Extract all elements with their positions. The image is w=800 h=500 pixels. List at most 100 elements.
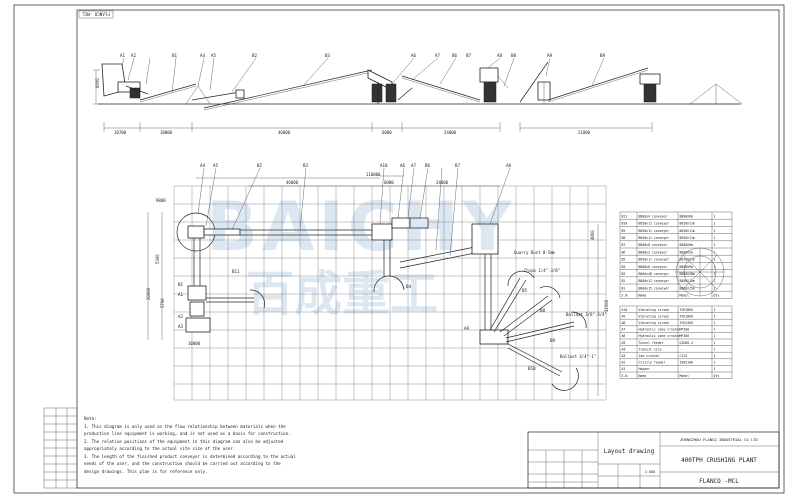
plan-left-dim-1: 9800 <box>156 198 166 203</box>
table-cell: Tunnel feeder <box>639 341 664 345</box>
table-cell: 1 <box>714 341 716 345</box>
elev-label-a1: A1 <box>120 53 126 58</box>
table-cell: 1 <box>714 272 716 276</box>
elev-label-b6: B6 <box>452 53 458 58</box>
table-cell: B650X11m <box>680 258 695 262</box>
grizzly-plan <box>185 317 211 333</box>
table-cell: B6 <box>622 250 626 254</box>
table-cell: 3YK2460 <box>680 321 694 325</box>
table-cell: Model <box>680 374 690 378</box>
plan-label-a9: A9 <box>464 326 470 331</box>
plan-left-dim-2: 5300 <box>155 254 160 264</box>
conveyor-b9-plan <box>499 295 549 333</box>
elev-label-b3: B3 <box>325 53 331 58</box>
table-cell: HP300 <box>680 334 690 338</box>
elev-label-a6: A6 <box>411 53 417 58</box>
note-line-4: appropriately according to the actual si… <box>84 446 235 451</box>
elev-label-a2: A2 <box>131 53 137 58</box>
title-company: ZHENGZHOU FLANCO INDUSTRIAL CO LTD <box>680 437 758 442</box>
table-cell: 1 <box>714 367 716 371</box>
table-cell: B11 <box>622 214 628 218</box>
table-cell: B2 <box>622 279 626 283</box>
table-cell: Name <box>639 294 647 298</box>
table-cell: - <box>680 347 682 351</box>
watermark-latin: BAICHY <box>206 188 516 267</box>
elev-dim-4: 6000 <box>382 130 392 135</box>
stockpile-arc-b11 <box>249 289 265 309</box>
table-cell: B650x11 conveyor <box>639 258 670 262</box>
table-cell: A2 <box>622 361 626 365</box>
plan-bottom-dim: 10000 <box>188 341 201 346</box>
cone-a7-plan <box>409 217 429 229</box>
title-project: 400TPH CRUSHING PLANT <box>681 457 757 464</box>
table-cell: 1 <box>714 236 716 240</box>
table-cell: A8 <box>622 321 626 325</box>
plan-label-a3: A3 <box>178 324 184 329</box>
table-cell: B3 <box>622 272 626 276</box>
plan-label-a4: A4 <box>200 163 206 168</box>
table-cell: 3YK1860 <box>680 308 694 312</box>
table-cell: A9 <box>622 314 626 318</box>
note-line-6: needs of the user, and the construction … <box>84 461 281 466</box>
notes-title: Note: <box>84 416 97 421</box>
conveyor-b-return <box>519 61 549 103</box>
watermark-chinese: 百成重工 <box>246 266 438 322</box>
table-cell: B800X8m <box>680 243 694 247</box>
conveyor-b2 <box>191 91 241 101</box>
cone-station <box>643 83 657 103</box>
tunnel-feeder <box>187 225 205 239</box>
elev-label-a7: A7 <box>435 53 441 58</box>
vibrating-screen-a8 <box>479 67 499 83</box>
table-cell: Qty <box>714 294 720 298</box>
left-binding-table <box>43 407 78 489</box>
plan-right-dim-2: 31500 <box>604 299 609 312</box>
plan-label-b10: B10 <box>528 366 536 371</box>
annotation-ballast2: Ballast 3/4"-1" <box>560 354 596 359</box>
table-cell: B650X11m <box>680 236 695 240</box>
inner-border <box>76 9 780 489</box>
table-cell: B650X11m <box>680 229 695 233</box>
note-line-7: design drawings. This plan is for refere… <box>84 469 208 474</box>
elev-label-b7: B7 <box>466 53 472 58</box>
table-cell: B650x11 conveyor <box>639 236 670 240</box>
plan-label-b2: B2 <box>257 163 263 168</box>
elev-label-b2: B2 <box>252 53 258 58</box>
table-cell: B800X12m <box>680 279 695 283</box>
title-block: Layout drawing ZHENGZHOU FLANCO INDUSTRI… <box>527 431 780 489</box>
plan-label-b3: B3 <box>303 163 309 168</box>
conveyor-b12-plan <box>507 343 563 373</box>
table-cell: C125 <box>680 354 688 358</box>
annotation-chips: Chips 1/4"-3/8" <box>524 268 560 273</box>
corner-code-box <box>78 10 114 19</box>
plan-grid <box>173 185 607 401</box>
table-cell: 3YK1860 <box>680 314 694 318</box>
plan-view: A4 A5 B2 B3 A10 A6 A7 B6 B7 A8 B11 A1 A2… <box>146 163 609 401</box>
table-cell: 1 <box>714 258 716 262</box>
table-cell: 1 <box>714 328 716 332</box>
table-cell: B800x15 conveyor <box>639 286 670 290</box>
table-cell: S.N. <box>622 294 630 298</box>
conveyor-b7-plan <box>399 245 481 263</box>
title-drawing-type: Layout drawing <box>604 448 655 455</box>
plan-top-dim-1: 110000 <box>366 172 381 177</box>
table-cell: 1 <box>714 279 716 283</box>
title-code: FLANCO -MCL <box>699 478 739 485</box>
annotation-quarry-dust: Quarry Dust 0-5mm <box>514 250 556 255</box>
stockpile-arc-b5 <box>373 275 405 293</box>
table-cell: Vibrating screen <box>639 314 670 318</box>
notes-block: Note: 1. This diagram is only used as th… <box>84 416 296 474</box>
plan-label-b5: B5 <box>522 288 528 293</box>
plan-label-a5: A5 <box>213 163 219 168</box>
table-cell: Hopper <box>639 367 651 371</box>
table-cell: B5 <box>622 258 626 262</box>
table-frame <box>619 305 733 379</box>
table-cell: A1 <box>622 367 626 371</box>
jaw-plan <box>189 301 205 317</box>
table-cell: 1 <box>714 361 716 365</box>
table-cell: B800x4 conveyor <box>639 214 668 218</box>
table-cell: B7 <box>622 243 626 247</box>
table-cell: Vibrating screen <box>639 308 670 312</box>
transit-silo-pile <box>185 85 211 105</box>
table-cell: Hydraulic cone crusher <box>639 328 681 332</box>
